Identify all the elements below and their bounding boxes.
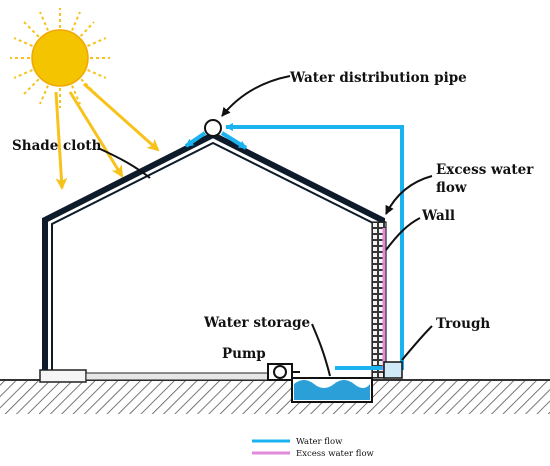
ground — [0, 379, 550, 414]
label-water-storage: Water storage — [203, 315, 310, 331]
label-wall: Wall — [421, 208, 455, 224]
distribution-pipe-nozzle — [204, 119, 222, 137]
leader-lines — [97, 75, 433, 377]
label-trough: Trough — [436, 316, 490, 332]
trough — [383, 361, 403, 379]
water-storage-tank — [291, 377, 373, 403]
floor-left — [39, 369, 87, 383]
water-flow-pipe — [184, 123, 404, 370]
label-pump: Pump — [222, 346, 266, 362]
label-shade-cloth: Shade cloth — [12, 138, 102, 154]
sun-rays — [54, 82, 160, 190]
legend: Water flow Excess water flow — [252, 437, 375, 459]
legend-water-flow-label: Water flow — [296, 437, 343, 447]
label-excess-water-flow-2: flow — [436, 180, 467, 196]
legend-excess-water-flow-label: Excess water flow — [296, 449, 375, 459]
pump-icon — [267, 363, 300, 381]
label-water-distribution-pipe: Water distribution pipe — [289, 70, 467, 86]
greenhouse-frame — [39, 131, 385, 383]
label-excess-water-flow-1: Excess water — [436, 162, 534, 178]
sun-icon — [10, 8, 110, 108]
